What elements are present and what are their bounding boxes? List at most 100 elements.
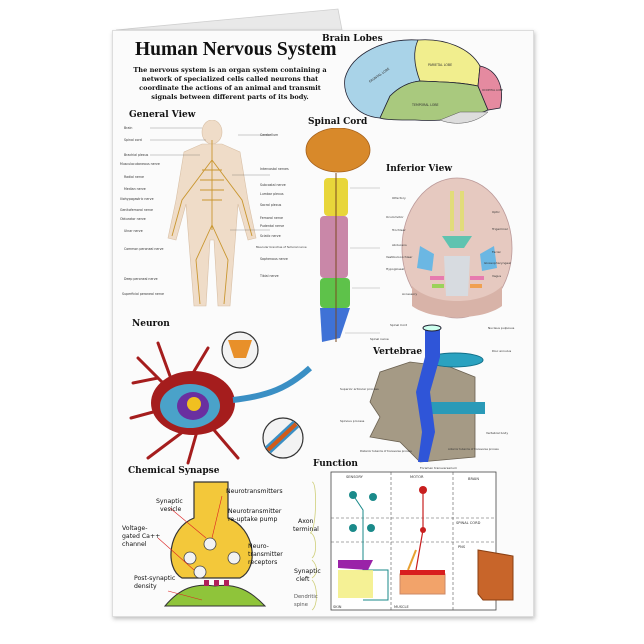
- label-common-peroneal: Common peroneal nerve: [124, 247, 164, 251]
- brain-orange: [305, 128, 371, 173]
- pns-nerve-block: [477, 549, 514, 601]
- label-v-spinal-nerve: Spinal nerve: [370, 337, 389, 341]
- label-vestibulocochlear: Vestibulocochlear: [386, 255, 413, 259]
- label-iliohypogastric: Iliohypogastric nerve: [120, 197, 154, 201]
- label-motor: MOTOR: [410, 475, 424, 479]
- spinal-cord-diagram: [305, 128, 380, 342]
- dendritic-spine: [163, 584, 267, 607]
- brainstem: [444, 256, 470, 296]
- poster-title: Human Nervous System: [135, 39, 337, 60]
- label-trochlear: Trochlear: [391, 228, 406, 232]
- label-v-spinal-cord: Spinal Cord: [390, 323, 407, 327]
- label-accessory: Accessory: [402, 292, 417, 296]
- label-spinal-cord: Spinal cord: [124, 138, 142, 142]
- heading-inferior-view: Inferior View: [386, 164, 453, 174]
- heading-spinal-cord: Spinal Cord: [308, 117, 368, 127]
- label-pns-legend: PNS: [458, 545, 466, 549]
- label-ca-channel-1: Voltage-: [122, 525, 147, 532]
- label-muscular-branches: Muscular branches of femoral nerve: [256, 245, 307, 249]
- label-dendritic-spine-2: spine: [294, 602, 308, 608]
- heading-function: Function: [313, 459, 358, 469]
- label-olfactory: Olfactory: [392, 196, 406, 200]
- label-skin: SKIN: [333, 605, 342, 609]
- label-oculomotor: Oculomotor: [386, 215, 404, 219]
- label-spinous-process: Spinous process: [340, 419, 365, 423]
- chemical-synapse-diagram: Synaptic vesicle Neurotransmitters Neuro…: [122, 481, 321, 611]
- label-brain: Brain: [124, 126, 132, 130]
- label-saphenous: Saphenous nerve: [260, 257, 288, 261]
- label-receptors-3: receptors: [248, 559, 277, 566]
- label-brachial-plexus: Brachial plexus: [124, 153, 149, 157]
- lumbar-segment: [320, 278, 350, 308]
- label-femoral: Femoral nerve: [260, 216, 283, 220]
- label-reuptake-1: Neurotransmitter: [228, 508, 282, 515]
- optic-chiasm: [442, 236, 472, 248]
- vesicles: [183, 537, 241, 579]
- label-temporal: TEMPORAL LOBE: [411, 103, 439, 107]
- label-tibial: Tibial nerve: [259, 274, 279, 278]
- label-deep-peroneal: Deep peroneal nerve: [124, 277, 158, 281]
- label-trigeminal: Trigeminal: [491, 227, 508, 231]
- label-synaptic-vesicle-1: Synaptic: [156, 498, 183, 505]
- heading-chemical-synapse: Chemical Synapse: [128, 466, 220, 476]
- label-vagus: Vagus: [492, 274, 501, 278]
- cerebellum: [439, 111, 489, 124]
- label-median: Median nerve: [124, 187, 146, 191]
- label-synaptic-vesicle-2: vesicle: [160, 506, 182, 513]
- label-hypoglossal: Hypoglossal: [386, 267, 404, 271]
- vertebrae-diagram: Spinal Cord Spinal nerve Nucleus pulposu…: [340, 323, 515, 470]
- label-obturator: Obturator nerve: [120, 217, 146, 221]
- label-musculocutaneous: Musculocutaneous nerve: [120, 162, 160, 166]
- label-parietal: PARIETAL LOBE: [428, 63, 452, 67]
- label-brain-legend: BRAIN: [468, 477, 479, 481]
- brain-lobes-diagram: FRONTAL LOBE PARIETAL LOBE TEMPORAL LOBE…: [344, 39, 503, 124]
- label-synaptic-cleft-1: Synaptic: [294, 568, 321, 575]
- label-dendritic-spine-1: Dendritic: [294, 594, 318, 600]
- label-genitofemoral: Genitofemoral nerve: [120, 208, 153, 212]
- function-diagram: SENSORY MOTOR BRAIN SPINAL CORD PNS SKIN…: [330, 471, 514, 611]
- label-axon-terminal-2: terminal: [293, 526, 319, 533]
- general-view-diagram: Brain Spinal cord Brachial plexus Muscul…: [120, 120, 307, 307]
- label-anterior-tubercle: Anterior tubercle of transverse process: [448, 447, 499, 451]
- axon-terminal: [170, 481, 253, 579]
- label-vertebral-body: Vertebral body: [486, 431, 508, 435]
- label-subcostal: Subcostal nerve: [260, 183, 286, 187]
- label-sciatic: Sciatic nerve: [260, 234, 281, 238]
- label-posterior-tubercle: Posterior tubercle of transverse process: [360, 449, 412, 453]
- label-glossopharyngeal: Glossopharyngeal: [484, 261, 511, 265]
- label-superior-articular: Superior articular process: [340, 387, 379, 391]
- label-ca-channel-2: gated Ca++: [122, 533, 160, 540]
- label-axon-terminal-1: Axon: [298, 518, 313, 525]
- poster-description: The nervous system is an organ system co…: [133, 66, 327, 101]
- muscle-block: [399, 573, 446, 595]
- label-optic: Optic: [492, 210, 500, 214]
- label-post-synaptic-1: Post-synaptic: [134, 575, 176, 582]
- label-abducens: Abducens: [392, 243, 407, 247]
- label-intercostal: Intercostal nerves: [260, 167, 289, 171]
- label-muscle: MUSCLE: [394, 605, 410, 609]
- label-spinal-cord-legend: SPINAL CORD: [456, 521, 481, 525]
- label-synaptic-cleft-2: cleft: [296, 576, 310, 583]
- label-pudental: Pudental nerve: [260, 224, 284, 228]
- label-superficial-peroneal: Superficial peroneal nerve: [122, 292, 164, 296]
- label-reuptake-2: re-uptake pump: [228, 516, 278, 523]
- label-sensory: SENSORY: [346, 475, 364, 479]
- occipital-lobe: [477, 65, 502, 111]
- label-foramen: Foramen transversarium: [420, 466, 457, 470]
- spinal-cord-blue: [416, 327, 440, 462]
- label-nucleus-pulposus: Nucleus pulposus: [488, 326, 515, 330]
- inferior-view-diagram: Olfactory Oculomotor Trochlear Abducens …: [386, 177, 513, 319]
- label-ca-channel-3: channel: [122, 541, 147, 548]
- label-cerebellum: Cerebellum: [260, 133, 278, 137]
- label-neurotransmitters: Neurotransmitters: [226, 488, 283, 495]
- heading-neuron: Neuron: [132, 319, 170, 329]
- label-lumbar-plexus: Lumbar plexus: [260, 192, 284, 196]
- label-occipital: OCCIPITAL LOBE: [482, 88, 503, 92]
- label-receptors-2: transmitter: [248, 551, 283, 558]
- heading-brain-lobes: Brain Lobes: [322, 34, 383, 44]
- temporal-lobe: [379, 80, 489, 121]
- sacral-segment: [320, 308, 350, 342]
- heading-vertebrae: Vertebrae: [373, 347, 423, 357]
- thoracic-segment: [320, 216, 348, 278]
- nerves: [171, 140, 253, 305]
